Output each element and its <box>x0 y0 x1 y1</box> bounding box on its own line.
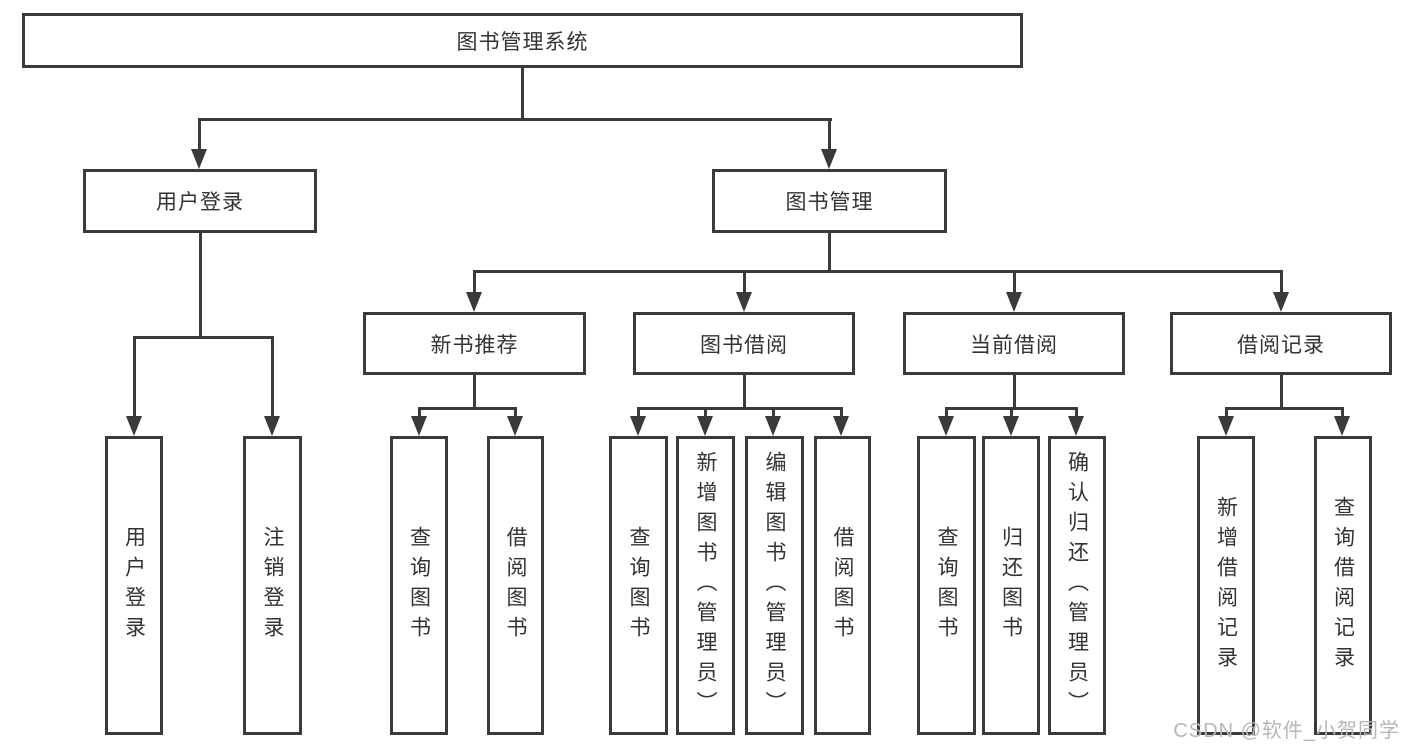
connector-leaf-line <box>840 407 843 417</box>
arrowhead-book-borrowing <box>736 292 752 312</box>
leaf-label: 确认归还（管理员） <box>1065 450 1089 721</box>
node-borrowing-records: 借阅记录 <box>1170 312 1392 375</box>
arrowhead-leaf <box>411 416 427 436</box>
connector-borrowing-records-stub <box>1280 375 1283 407</box>
connector-to-leaf-logout <box>271 336 274 416</box>
leaf-query-books-recommend: 查询图书 <box>390 436 448 735</box>
arrowhead-new-book-recommendation <box>466 292 482 312</box>
connector-new-book-stub <box>473 375 476 407</box>
connector-leaf-line <box>1075 407 1078 417</box>
arrowhead-leaf <box>1218 416 1234 436</box>
leaf-label: 查询图书 <box>935 525 958 646</box>
leaf-return-books: 归还图书 <box>982 436 1040 735</box>
leaf-label: 借阅图书 <box>504 525 527 646</box>
leaf-label: 新增图书（管理员） <box>694 450 717 721</box>
connector-to-borrowing-records <box>1280 270 1283 293</box>
leaf-label: 用户登录 <box>122 525 146 646</box>
connector-current-borrowing-stub <box>1013 375 1016 407</box>
arrowhead-leaf <box>1068 416 1084 436</box>
leaf-user-login: 用户登录 <box>105 436 163 735</box>
leaf-label: 查询图书 <box>407 525 431 646</box>
leaf-query-books-current: 查询图书 <box>917 436 976 735</box>
connector-level3-bar <box>473 270 1282 273</box>
node-new-book-recommendation: 新书推荐 <box>363 312 586 375</box>
connector-to-user-login <box>198 118 201 151</box>
connector-book-management-stub <box>828 233 831 270</box>
node-library-management-system: 图书管理系统 <box>22 13 1023 68</box>
arrowhead-leaf <box>1003 416 1019 436</box>
arrowhead-leaf <box>1334 416 1350 436</box>
leaf-label: 注销登录 <box>261 525 284 646</box>
arrowhead-borrowing-records <box>1273 292 1289 312</box>
arrowhead-user-login <box>191 149 207 169</box>
arrowhead-leaf <box>507 416 523 436</box>
connector-borrowing-records-bar <box>1225 407 1342 410</box>
connector-to-new-book-recommendation <box>473 270 476 293</box>
connector-book-borrowing-bar <box>637 407 842 410</box>
leaf-label: 新增借阅记录 <box>1214 495 1238 676</box>
connector-leaf-line <box>772 407 775 417</box>
leaf-add-books-admin: 新增图书（管理员） <box>676 436 735 735</box>
connector-to-book-management <box>828 118 831 151</box>
arrowhead-current-borrowing <box>1006 292 1022 312</box>
connector-leaf-line <box>945 407 948 417</box>
connector-root-stub <box>521 68 524 118</box>
arrowhead-leaf <box>630 416 646 436</box>
leaf-label: 查询借阅记录 <box>1331 495 1355 676</box>
connector-leaf-line <box>1341 407 1344 417</box>
node-book-management: 图书管理 <box>712 169 947 233</box>
arrowhead-leaf <box>765 416 781 436</box>
leaf-borrow-books: 借阅图书 <box>814 436 871 735</box>
node-user-login: 用户登录 <box>83 169 317 233</box>
connector-user-login-stub <box>199 233 202 336</box>
connector-leaf-line <box>704 407 707 417</box>
connector-to-leaf-user-login <box>133 336 136 416</box>
connector-to-current-borrowing <box>1013 270 1016 293</box>
leaf-borrow-books-recommend: 借阅图书 <box>487 436 544 735</box>
connector-leaf-line <box>514 407 517 417</box>
leaf-label: 编辑图书（管理员） <box>763 450 786 721</box>
connector-level2-bar <box>198 118 832 121</box>
arrowhead-leaf-logout <box>264 416 280 436</box>
arrowhead-leaf-user-login <box>126 416 142 436</box>
leaf-label: 借阅图书 <box>831 525 854 646</box>
leaf-query-borrow-record: 查询借阅记录 <box>1314 436 1372 735</box>
leaf-edit-books-admin: 编辑图书（管理员） <box>745 436 804 735</box>
connector-leaf-line <box>637 407 640 417</box>
node-book-borrowing: 图书借阅 <box>633 312 855 375</box>
connector-new-book-bar <box>418 407 516 410</box>
connector-leaf-line <box>1010 407 1013 417</box>
leaf-query-books-borrow: 查询图书 <box>609 436 668 735</box>
arrowhead-leaf <box>697 416 713 436</box>
node-current-borrowing: 当前借阅 <box>903 312 1125 375</box>
arrowhead-book-management <box>821 149 837 169</box>
leaf-confirm-return-admin: 确认归还（管理员） <box>1048 436 1106 735</box>
connector-to-book-borrowing <box>743 270 746 293</box>
connector-user-login-bar <box>133 336 274 339</box>
arrowhead-leaf <box>938 416 954 436</box>
connector-leaf-line <box>1225 407 1228 417</box>
csdn-watermark: CSDN @软件_小贺同学 <box>1173 720 1400 742</box>
arrowhead-leaf <box>833 416 849 436</box>
leaf-logout: 注销登录 <box>243 436 302 735</box>
connector-leaf-line <box>418 407 421 417</box>
leaf-label: 查询图书 <box>627 525 650 646</box>
leaf-label: 归还图书 <box>999 525 1023 646</box>
leaf-add-borrow-record: 新增借阅记录 <box>1197 436 1255 735</box>
connector-book-borrowing-stub <box>743 375 746 407</box>
